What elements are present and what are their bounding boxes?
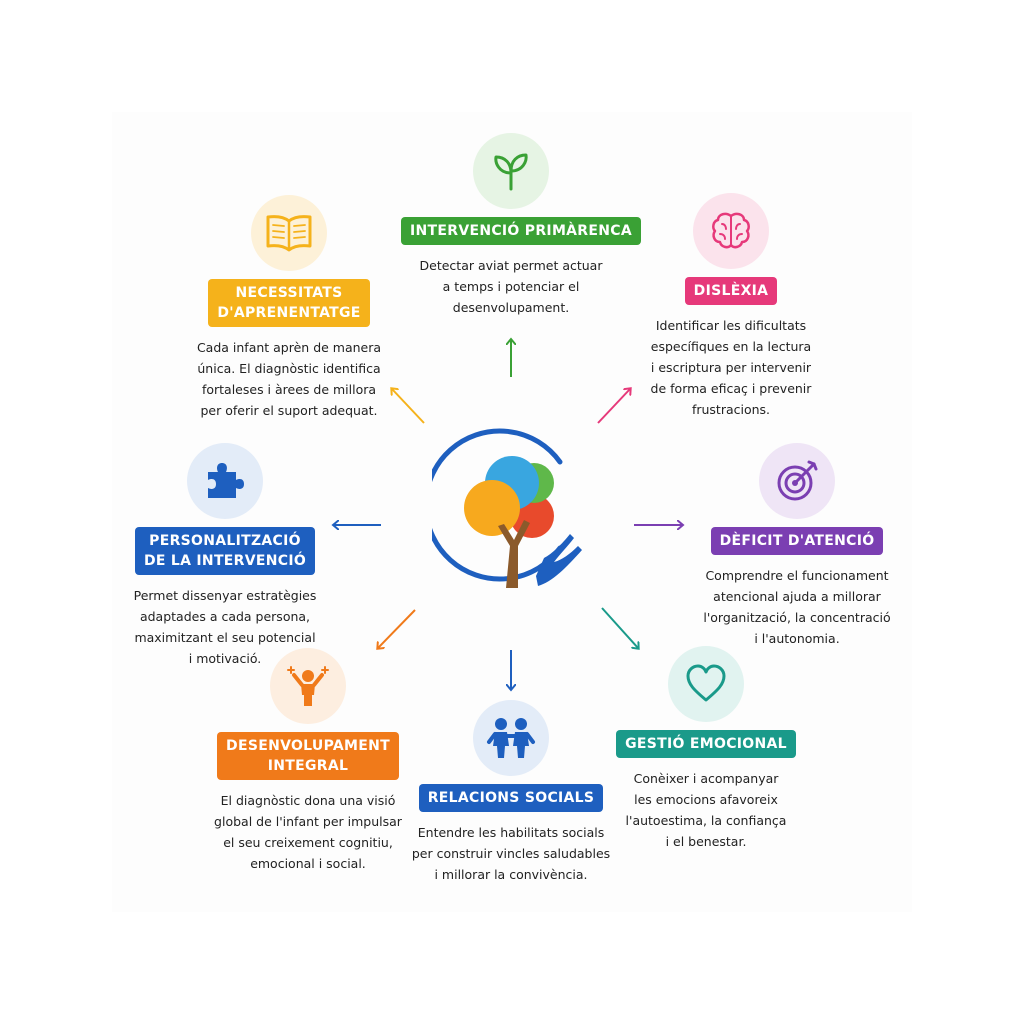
node-icon-circle <box>693 193 769 269</box>
arrow-dislexia <box>597 389 630 424</box>
node-icon-circle <box>270 648 346 724</box>
node-icon-circle <box>668 646 744 722</box>
node-label: DÈFICIT D'ATENCIÓ <box>710 527 884 555</box>
child-stars-icon <box>287 666 329 706</box>
book-icon <box>266 215 312 252</box>
node-icon-circle <box>251 195 327 271</box>
node-label: INTERVENCIÓ PRIMÀRENCA <box>401 217 641 245</box>
center-tree-logo <box>432 428 582 588</box>
node-icon-circle <box>187 443 263 519</box>
node-icon-circle <box>759 443 835 519</box>
arrow-integral <box>378 609 416 648</box>
node-intervencio-primerenca: INTERVENCIÓ PRIMÀRENCA Detectar aviat pe… <box>401 133 641 318</box>
node-icon-circle <box>473 133 549 209</box>
node-deficit-atencio: DÈFICIT D'ATENCIÓ Comprendre el funciona… <box>687 443 907 649</box>
node-label: DISLÈXIA <box>684 277 778 305</box>
node-relacions-socials: RELACIONS SOCIALS Entendre les habilitat… <box>401 700 621 885</box>
arrow-necessitats <box>392 389 425 424</box>
brain-icon <box>712 212 750 249</box>
puzzle-icon <box>208 463 244 498</box>
target-icon <box>777 460 818 501</box>
children-icon <box>487 718 535 758</box>
node-label: RELACIONS SOCIALS <box>418 784 604 812</box>
node-label: GESTIÓ EMOCIONAL <box>616 730 796 758</box>
sprout-icon <box>494 153 528 191</box>
arrow-emocional <box>601 607 638 648</box>
heart-icon <box>686 664 726 702</box>
node-icon-circle <box>473 700 549 776</box>
